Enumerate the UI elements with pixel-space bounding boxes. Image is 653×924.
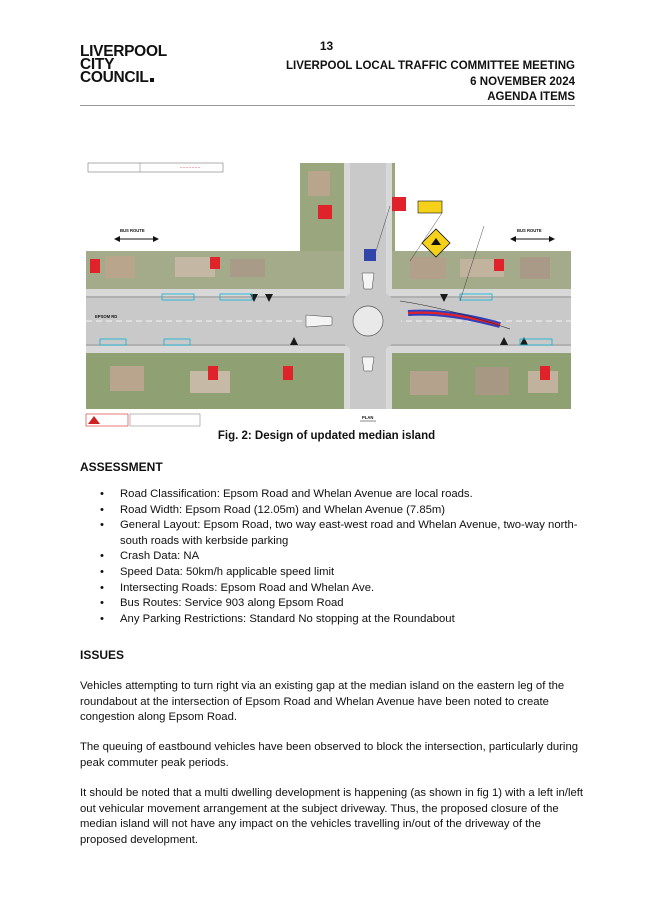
list-item: Any Parking Restrictions: Standard No st… [80, 612, 580, 628]
issues-paragraph-3: It should be noted that a multi dwelling… [80, 787, 584, 846]
plan-label: PLAN [362, 415, 373, 420]
issues-paragraph-2: The queuing of eastbound vehicles have b… [80, 741, 579, 769]
bus-route-label-east: BUS ROUTE [517, 228, 542, 233]
assessment-list: Road Classification: Epsom Road and Whel… [80, 487, 580, 627]
meeting-header: LIVERPOOL LOCAL TRAFFIC COMMITTEE MEETIN… [286, 59, 575, 106]
header-divider [80, 105, 575, 106]
list-item: Road Width: Epsom Road (12.05m) and Whel… [80, 503, 580, 519]
bus-route-label-west: BUS ROUTE [120, 228, 145, 233]
page-number: 13 [319, 39, 334, 53]
assessment-heading: ASSESSMENT [80, 460, 163, 474]
list-item: Intersecting Roads: Epsom Road and Whela… [80, 581, 580, 597]
plan-drawing: BUS ROUTE BUS ROUTE EPSOM RD PLAN [85, 162, 571, 427]
list-item: Bus Routes: Service 903 along Epsom Road [80, 596, 580, 612]
meeting-date: 6 NOVEMBER 2024 [470, 75, 575, 88]
roundabout-island [352, 305, 384, 337]
median-island-plan-figure: BUS ROUTE BUS ROUTE EPSOM RD PLAN [80, 161, 576, 429]
road-name-label: EPSOM RD [95, 314, 117, 319]
list-item: Speed Data: 50km/h applicable speed limi… [80, 565, 580, 581]
list-item: Road Classification: Epsom Road and Whel… [80, 487, 580, 503]
list-item: Crash Data: NA [80, 549, 580, 565]
figure-caption: Fig. 2: Design of updated median island [217, 430, 436, 442]
logo-line-1: LIVERPOOL [80, 43, 167, 60]
logo-dot-icon [149, 78, 154, 82]
meeting-title: LIVERPOOL LOCAL TRAFFIC COMMITTEE MEETIN… [286, 60, 575, 72]
logo-line-2: CITY [80, 56, 115, 73]
issues-heading: ISSUES [80, 648, 125, 662]
issues-paragraph-1: Vehicles attempting to turn right via an… [80, 680, 565, 724]
logo-line-3: COUNCIL [80, 69, 149, 86]
list-item: General Layout: Epsom Road, two way east… [80, 518, 580, 549]
council-logo: LIVERPOOL CITY COUNCIL [80, 43, 167, 86]
agenda-section: AGENDA ITEMS [487, 91, 575, 103]
